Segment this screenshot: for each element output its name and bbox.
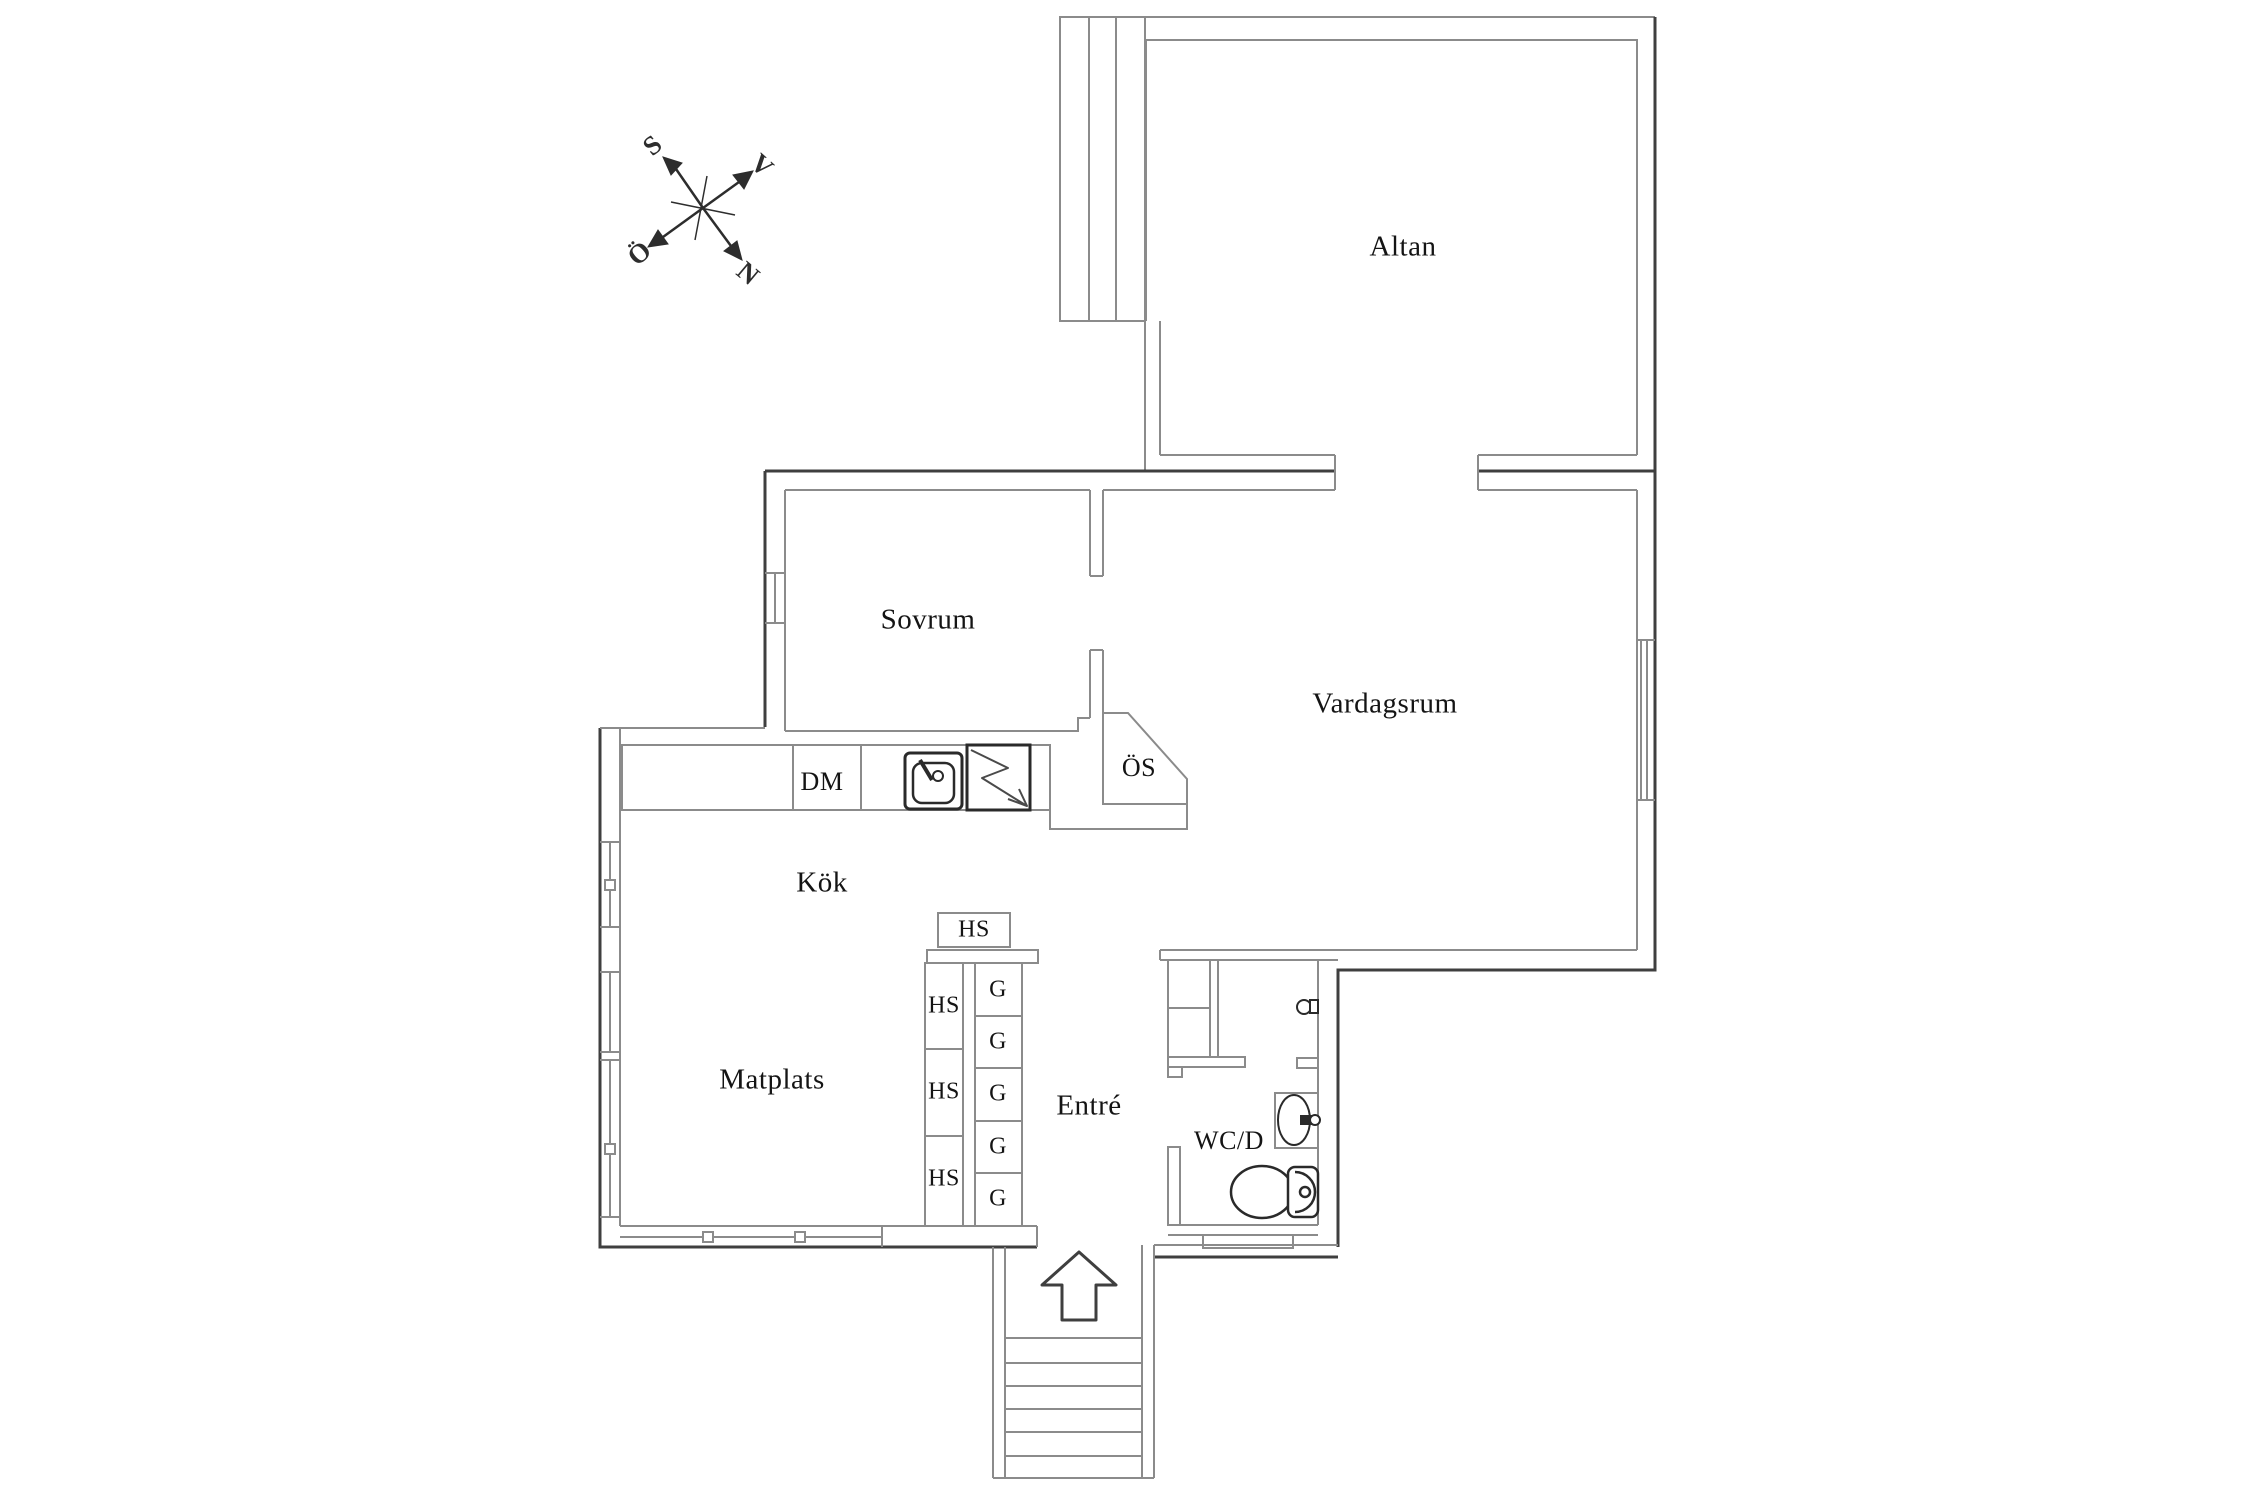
- sovrum-walls: [763, 471, 1104, 732]
- terrace-steps-icon: [1059, 16, 1146, 322]
- kitchen-counter: [621, 743, 1187, 830]
- room-label-sovrum: Sovrum: [880, 603, 976, 636]
- cabinet-label-g-5: G: [989, 1185, 1007, 1212]
- staircase: [992, 1245, 1155, 1479]
- appliance-label-dm: DM: [800, 767, 844, 796]
- stair-steps: [1005, 1337, 1142, 1457]
- cabinet-label-g-3: G: [989, 1080, 1007, 1107]
- room-label-altan: Altan: [1369, 230, 1437, 263]
- cabinet-label-hs-1: HS: [928, 992, 960, 1019]
- cabinet-label-hs-3: HS: [928, 1165, 960, 1192]
- kitchen-window-1: [600, 841, 620, 928]
- sovrum-window: [765, 572, 785, 624]
- cabinet-label-g-2: G: [989, 1028, 1007, 1055]
- room-label-wcd: WC/D: [1194, 1126, 1264, 1155]
- stove-icon: [965, 743, 1032, 812]
- room-label-os: ÖS: [1121, 753, 1157, 782]
- altan-walls: [1059, 16, 1655, 471]
- toilet-icon: [1229, 1164, 1320, 1220]
- kitchen-window-3: [600, 1060, 620, 1218]
- room-label-entre: Entré: [1056, 1089, 1122, 1122]
- vardagsrum-window: [1637, 639, 1655, 801]
- wcd-walls: [1154, 959, 1338, 1259]
- cabinet-walls: [924, 912, 1039, 1227]
- washbasin-icon: [1274, 1092, 1321, 1149]
- cabinet-label-g-1: G: [989, 976, 1007, 1003]
- matplats-window: [620, 1225, 883, 1247]
- cabinet-label-g-4: G: [989, 1133, 1007, 1160]
- room-label-kok: Kök: [796, 866, 848, 899]
- compass-rose-icon: [647, 156, 754, 261]
- cabinet-label-hs-2: HS: [928, 1078, 960, 1105]
- room-label-matplats: Matplats: [719, 1063, 825, 1096]
- cabinet-label-hs-top: HS: [958, 916, 990, 943]
- top-wall: [765, 455, 1655, 491]
- vardagsrum-walls: [1159, 17, 1657, 1247]
- room-label-vardagsrum: Vardagsrum: [1312, 687, 1458, 720]
- kitchen-walls: [598, 727, 1038, 1249]
- kitchen-window-2: [600, 971, 620, 1061]
- entrance-arrow-icon: [1040, 1250, 1118, 1322]
- sink-icon: [903, 751, 964, 811]
- toilet-paper-icon: [1296, 999, 1319, 1015]
